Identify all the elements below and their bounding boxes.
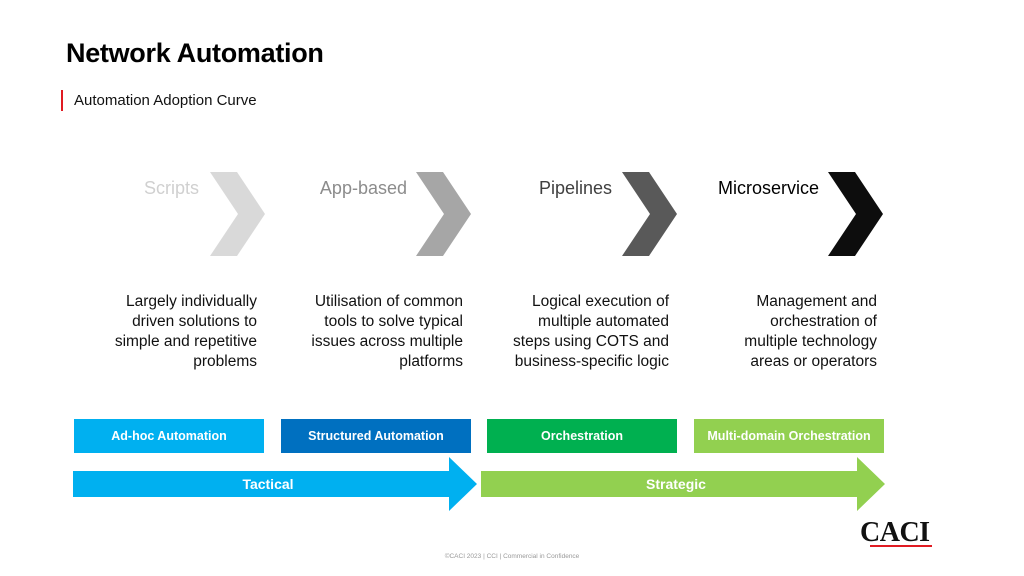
chevron-icon-microservice (828, 172, 883, 256)
stage-description-app-based: Utilisation of common tools to solve typ… (263, 292, 463, 372)
description-line: steps using COTS and (513, 333, 669, 350)
description-line: tools to solve typical (324, 313, 463, 330)
caci-logo: CACI (860, 517, 930, 548)
category-box-ad-hoc-automation: Ad-hoc Automation (74, 419, 264, 453)
description-line: Largely individually (126, 293, 257, 310)
strategic-arrow-label: Strategic (646, 476, 706, 492)
description-line: driven solutions to (132, 313, 257, 330)
description-line: Utilisation of common (314, 293, 463, 310)
category-box-orchestration: Orchestration (487, 419, 677, 453)
logo-underline (870, 545, 932, 547)
chevron-icon-app-based (416, 172, 471, 256)
stage-label-app-based: App-based (319, 178, 407, 198)
description-line: issues across multiple (311, 333, 463, 350)
description-line: multiple technology (744, 333, 877, 350)
stage-description-microservice: Management and orchestration of multiple… (677, 292, 877, 372)
stage-label-scripts: Scripts (143, 178, 199, 198)
stage-description-pipelines: Logical execution of multiple automated … (469, 292, 669, 372)
slide-subtitle: Automation Adoption Curve (74, 92, 257, 109)
footer-text: ©CACI 2023 | CCI | Commercial in Confide… (444, 553, 580, 560)
description-line: areas or operators (750, 353, 877, 370)
strategic-arrow (481, 457, 885, 511)
category-box-multi-domain-orchestration: Multi-domain Orchestration (694, 419, 884, 453)
category-box-structured-automation: Structured Automation (281, 419, 471, 453)
chevron-icon-scripts (210, 172, 265, 256)
tactical-arrow (73, 457, 477, 511)
slide-title: Network Automation (66, 38, 324, 68)
description-line: orchestration of (770, 313, 877, 330)
description-line: problems (193, 353, 257, 370)
stage-label-pipelines: Pipelines (538, 178, 612, 198)
description-line: Logical execution of (531, 293, 669, 310)
description-line: simple and repetitive (114, 333, 257, 350)
tactical-arrow-label: Tactical (242, 476, 294, 492)
chevron-icon-pipelines (622, 172, 677, 256)
subtitle-accent-bar (61, 90, 63, 111)
description-line: platforms (399, 353, 463, 370)
description-line: multiple automated (538, 313, 669, 330)
stage-label-microservice: Microservice (717, 178, 819, 198)
description-line: Management and (756, 293, 877, 310)
stage-description-scripts: Largely individually driven solutions to… (57, 292, 257, 372)
description-line: business-specific logic (514, 353, 669, 370)
